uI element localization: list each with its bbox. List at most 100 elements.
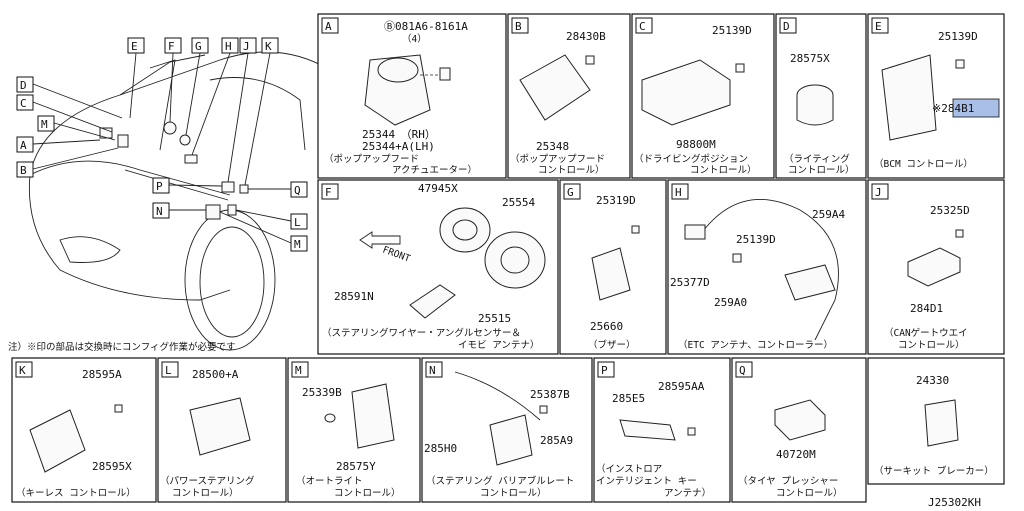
svg-text:（ETC アンテナ、コントローラー）: （ETC アンテナ、コントローラー） bbox=[678, 339, 833, 351]
panel-P: P 28595AA 285E5 （インストロア インテリジェント キー アンテナ… bbox=[593, 357, 731, 503]
svg-text:（4）: （4） bbox=[402, 33, 427, 45]
svg-text:28595AA: 28595AA bbox=[658, 380, 705, 393]
svg-text:285H0: 285H0 bbox=[424, 442, 457, 455]
svg-text:M: M bbox=[294, 238, 301, 251]
svg-text:25344+A(LH): 25344+A(LH) bbox=[362, 140, 435, 153]
svg-text:F: F bbox=[325, 186, 332, 199]
svg-text:25139D: 25139D bbox=[736, 233, 776, 246]
svg-text:E: E bbox=[875, 20, 882, 33]
svg-text:H: H bbox=[675, 186, 682, 199]
svg-text:259A4: 259A4 bbox=[812, 208, 845, 221]
svg-text:（タイヤ プレッシャー: （タイヤ プレッシャー bbox=[738, 475, 838, 487]
svg-text:※284B1: ※284B1 bbox=[932, 102, 974, 115]
svg-text:（ポップアップフード: （ポップアップフード bbox=[510, 153, 605, 165]
svg-text:（ブザー）: （ブザー） bbox=[588, 339, 636, 351]
svg-text:（ステアリング バリアブルレート: （ステアリング バリアブルレート bbox=[426, 475, 574, 487]
svg-text:L: L bbox=[165, 364, 172, 377]
config-note: 注）※印の部品は交換時にコンフィグ作業が必要です bbox=[8, 341, 236, 353]
svg-text:D: D bbox=[783, 20, 790, 33]
svg-text:40720M: 40720M bbox=[776, 448, 816, 461]
panel-L: L 28500+A （パワーステアリング コントロール） bbox=[157, 357, 287, 503]
svg-text:（ポップアップフード: （ポップアップフード bbox=[324, 153, 419, 165]
svg-text:M: M bbox=[295, 364, 302, 377]
svg-text:（ドライビングポジション: （ドライビングポジション bbox=[634, 153, 748, 165]
svg-text:N: N bbox=[429, 364, 436, 377]
panel-E: E 25139D ※284B1 （BCM コントロール） bbox=[867, 13, 1005, 179]
svg-text:28575X: 28575X bbox=[790, 52, 830, 65]
svg-text:28500+A: 28500+A bbox=[192, 368, 239, 381]
svg-text:M: M bbox=[41, 118, 48, 131]
svg-text:P: P bbox=[601, 364, 608, 377]
svg-text:28591N: 28591N bbox=[334, 290, 374, 303]
panel-G: G 25319D 25660 （ブザー） bbox=[559, 179, 667, 355]
svg-text:28430B: 28430B bbox=[566, 30, 606, 43]
svg-text:N: N bbox=[156, 205, 163, 218]
svg-text:アンテナ）: アンテナ） bbox=[664, 487, 711, 499]
svg-text:25325D: 25325D bbox=[930, 204, 970, 217]
svg-text:E: E bbox=[131, 40, 138, 53]
svg-text:イモビ アンテナ）: イモビ アンテナ） bbox=[458, 339, 539, 351]
svg-text:（サーキット ブレーカー）: （サーキット ブレーカー） bbox=[874, 465, 994, 477]
svg-text:G: G bbox=[567, 186, 574, 199]
svg-text:285E5: 285E5 bbox=[612, 392, 645, 405]
svg-text:B: B bbox=[515, 20, 522, 33]
svg-text:25387B: 25387B bbox=[530, 388, 570, 401]
svg-text:A: A bbox=[325, 20, 332, 33]
svg-text:24330: 24330 bbox=[916, 374, 949, 387]
svg-text:（キーレス コントロール）: （キーレス コントロール） bbox=[16, 487, 136, 499]
svg-text:J: J bbox=[875, 186, 882, 199]
svg-text:（ライティング: （ライティング bbox=[784, 153, 850, 165]
svg-text:コントロール）: コントロール） bbox=[690, 164, 757, 176]
diagram-id: J25302KH bbox=[928, 496, 981, 509]
svg-text:28595A: 28595A bbox=[82, 368, 122, 381]
svg-text:J: J bbox=[243, 40, 250, 53]
svg-text:Ⓑ081A6-8161A: Ⓑ081A6-8161A bbox=[384, 20, 468, 33]
panel-N: N 25387B 285H0 285A9 （ステアリング バリアブルレート コン… bbox=[421, 357, 593, 503]
panel-F: F 47945X 25554 FRONT 28591N 25515 （ステアリン… bbox=[317, 179, 559, 355]
svg-text:F: F bbox=[168, 40, 175, 53]
panel-H: H 259A4 25139D 25377D 259A0 （ETC アンテナ、コン… bbox=[667, 179, 867, 355]
panel-A: A Ⓑ081A6-8161A （4） 25344 （RH） 25344+A(LH… bbox=[317, 13, 507, 179]
svg-text:C: C bbox=[639, 20, 646, 33]
panel-C: C 25139D 98800M （ドライビングポジション コントロール） bbox=[631, 13, 775, 179]
svg-text:D: D bbox=[20, 79, 27, 92]
svg-text:28595X: 28595X bbox=[92, 460, 132, 473]
svg-text:28575Y: 28575Y bbox=[336, 460, 376, 473]
svg-text:K: K bbox=[265, 40, 272, 53]
svg-text:B: B bbox=[20, 164, 27, 177]
svg-text:25348: 25348 bbox=[536, 140, 569, 153]
panel-Q: Q 40720M （タイヤ プレッシャー コントロール） bbox=[731, 357, 867, 503]
svg-text:コントロール）: コントロール） bbox=[776, 487, 843, 499]
svg-text:Q: Q bbox=[294, 184, 301, 197]
svg-text:コントロール）: コントロール） bbox=[788, 164, 855, 176]
svg-text:インテリジェント キー: インテリジェント キー bbox=[596, 476, 697, 487]
svg-text:（ステアリングワイヤー・アングルセンサー＆: （ステアリングワイヤー・アングルセンサー＆ bbox=[322, 327, 521, 339]
svg-text:K: K bbox=[19, 364, 26, 377]
svg-text:25319D: 25319D bbox=[596, 194, 636, 207]
svg-text:25139D: 25139D bbox=[938, 30, 978, 43]
svg-text:（パワーステアリング: （パワーステアリング bbox=[160, 475, 255, 487]
svg-text:259A0: 259A0 bbox=[714, 296, 747, 309]
svg-text:25344 （RH）: 25344 （RH） bbox=[362, 128, 436, 141]
svg-text:285A9: 285A9 bbox=[540, 434, 573, 447]
panel-J: J 25325D 284D1 （CANゲートウエイ コントロール） bbox=[867, 179, 1005, 355]
svg-text:25377D: 25377D bbox=[670, 276, 710, 289]
svg-text:コントロール）: コントロール） bbox=[480, 487, 547, 499]
svg-text:H: H bbox=[225, 40, 232, 53]
svg-text:25515: 25515 bbox=[478, 312, 511, 325]
highlight-284B1 bbox=[952, 98, 1000, 118]
car-overview bbox=[28, 51, 331, 351]
svg-text:（インストロア: （インストロア bbox=[596, 463, 662, 475]
svg-text:コントロール）: コントロール） bbox=[898, 339, 965, 351]
svg-text:（BCM コントロール）: （BCM コントロール） bbox=[874, 158, 973, 170]
svg-text:25339B: 25339B bbox=[302, 386, 342, 399]
svg-text:（CANゲートウエイ: （CANゲートウエイ bbox=[884, 327, 968, 339]
svg-text:コントロール）: コントロール） bbox=[334, 487, 401, 499]
panel-circuit-breaker: 24330 （サーキット ブレーカー） bbox=[867, 357, 1005, 485]
svg-text:47945X: 47945X bbox=[418, 182, 458, 195]
svg-text:284D1: 284D1 bbox=[910, 302, 943, 315]
svg-text:（オートライト: （オートライト bbox=[296, 475, 363, 487]
svg-text:アクチュエーター）: アクチュエーター） bbox=[392, 164, 477, 176]
